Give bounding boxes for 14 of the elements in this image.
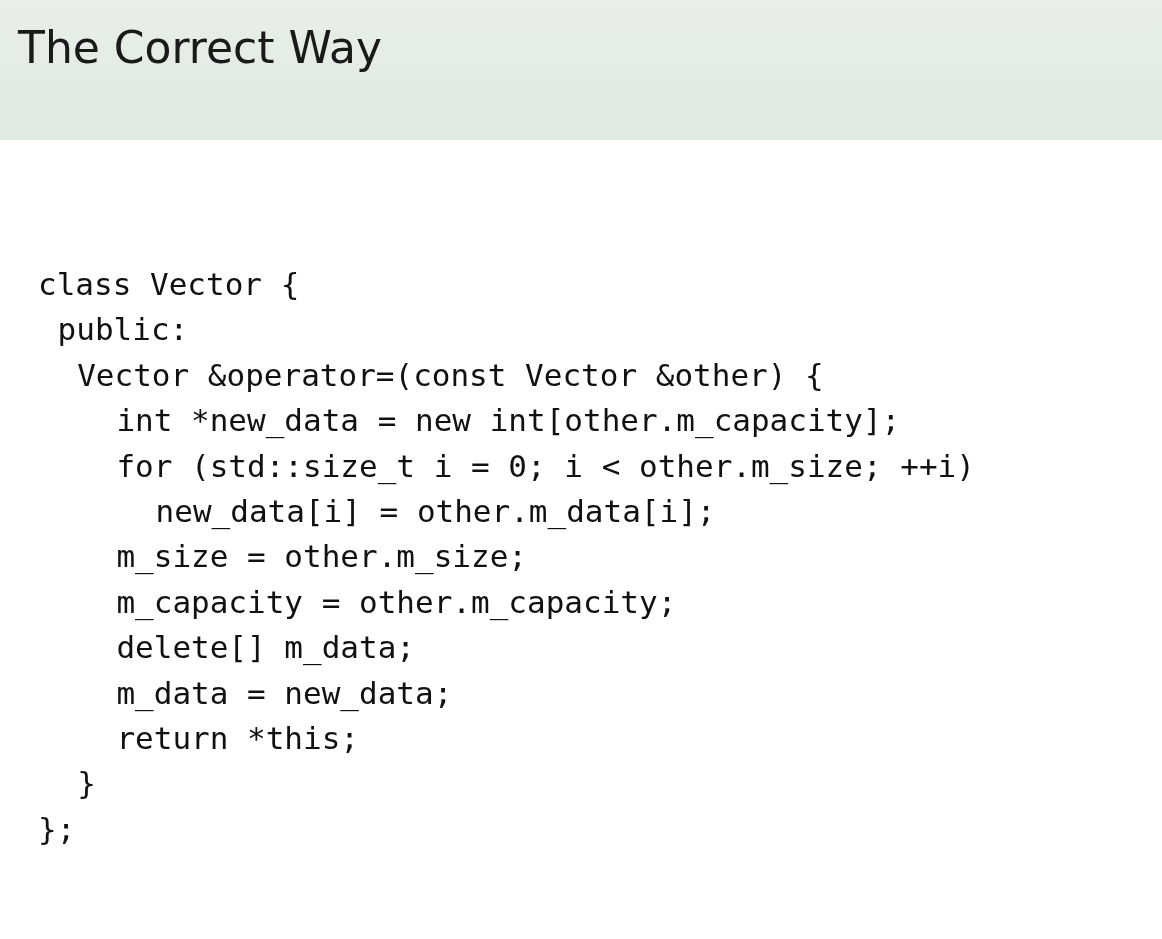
code-line: new_data[i] = other.m_data[i]; bbox=[155, 492, 716, 531]
code-line: m_capacity = other.m_capacity; bbox=[116, 582, 677, 622]
code-line: public: bbox=[57, 310, 189, 350]
code-line: class Vector { bbox=[38, 265, 300, 304]
code-line: return *this; bbox=[116, 719, 360, 758]
code-line: Vector &operator=(const Vector &other) { bbox=[77, 355, 824, 395]
slide-title: The Correct Way bbox=[18, 22, 383, 73]
code-line: for (std::size_t i = 0; i < other.m_size; ++i) bbox=[116, 446, 975, 486]
code-line: }; bbox=[38, 809, 76, 849]
code-line: int *new_data = new int[other.m_capacity]; bbox=[116, 401, 901, 441]
code-line: m_data = new_data; bbox=[116, 673, 453, 713]
code-line: delete[] m_data; bbox=[116, 628, 415, 668]
code-line: m_size = other.m_size; bbox=[116, 537, 527, 577]
code-line: } bbox=[77, 764, 96, 804]
